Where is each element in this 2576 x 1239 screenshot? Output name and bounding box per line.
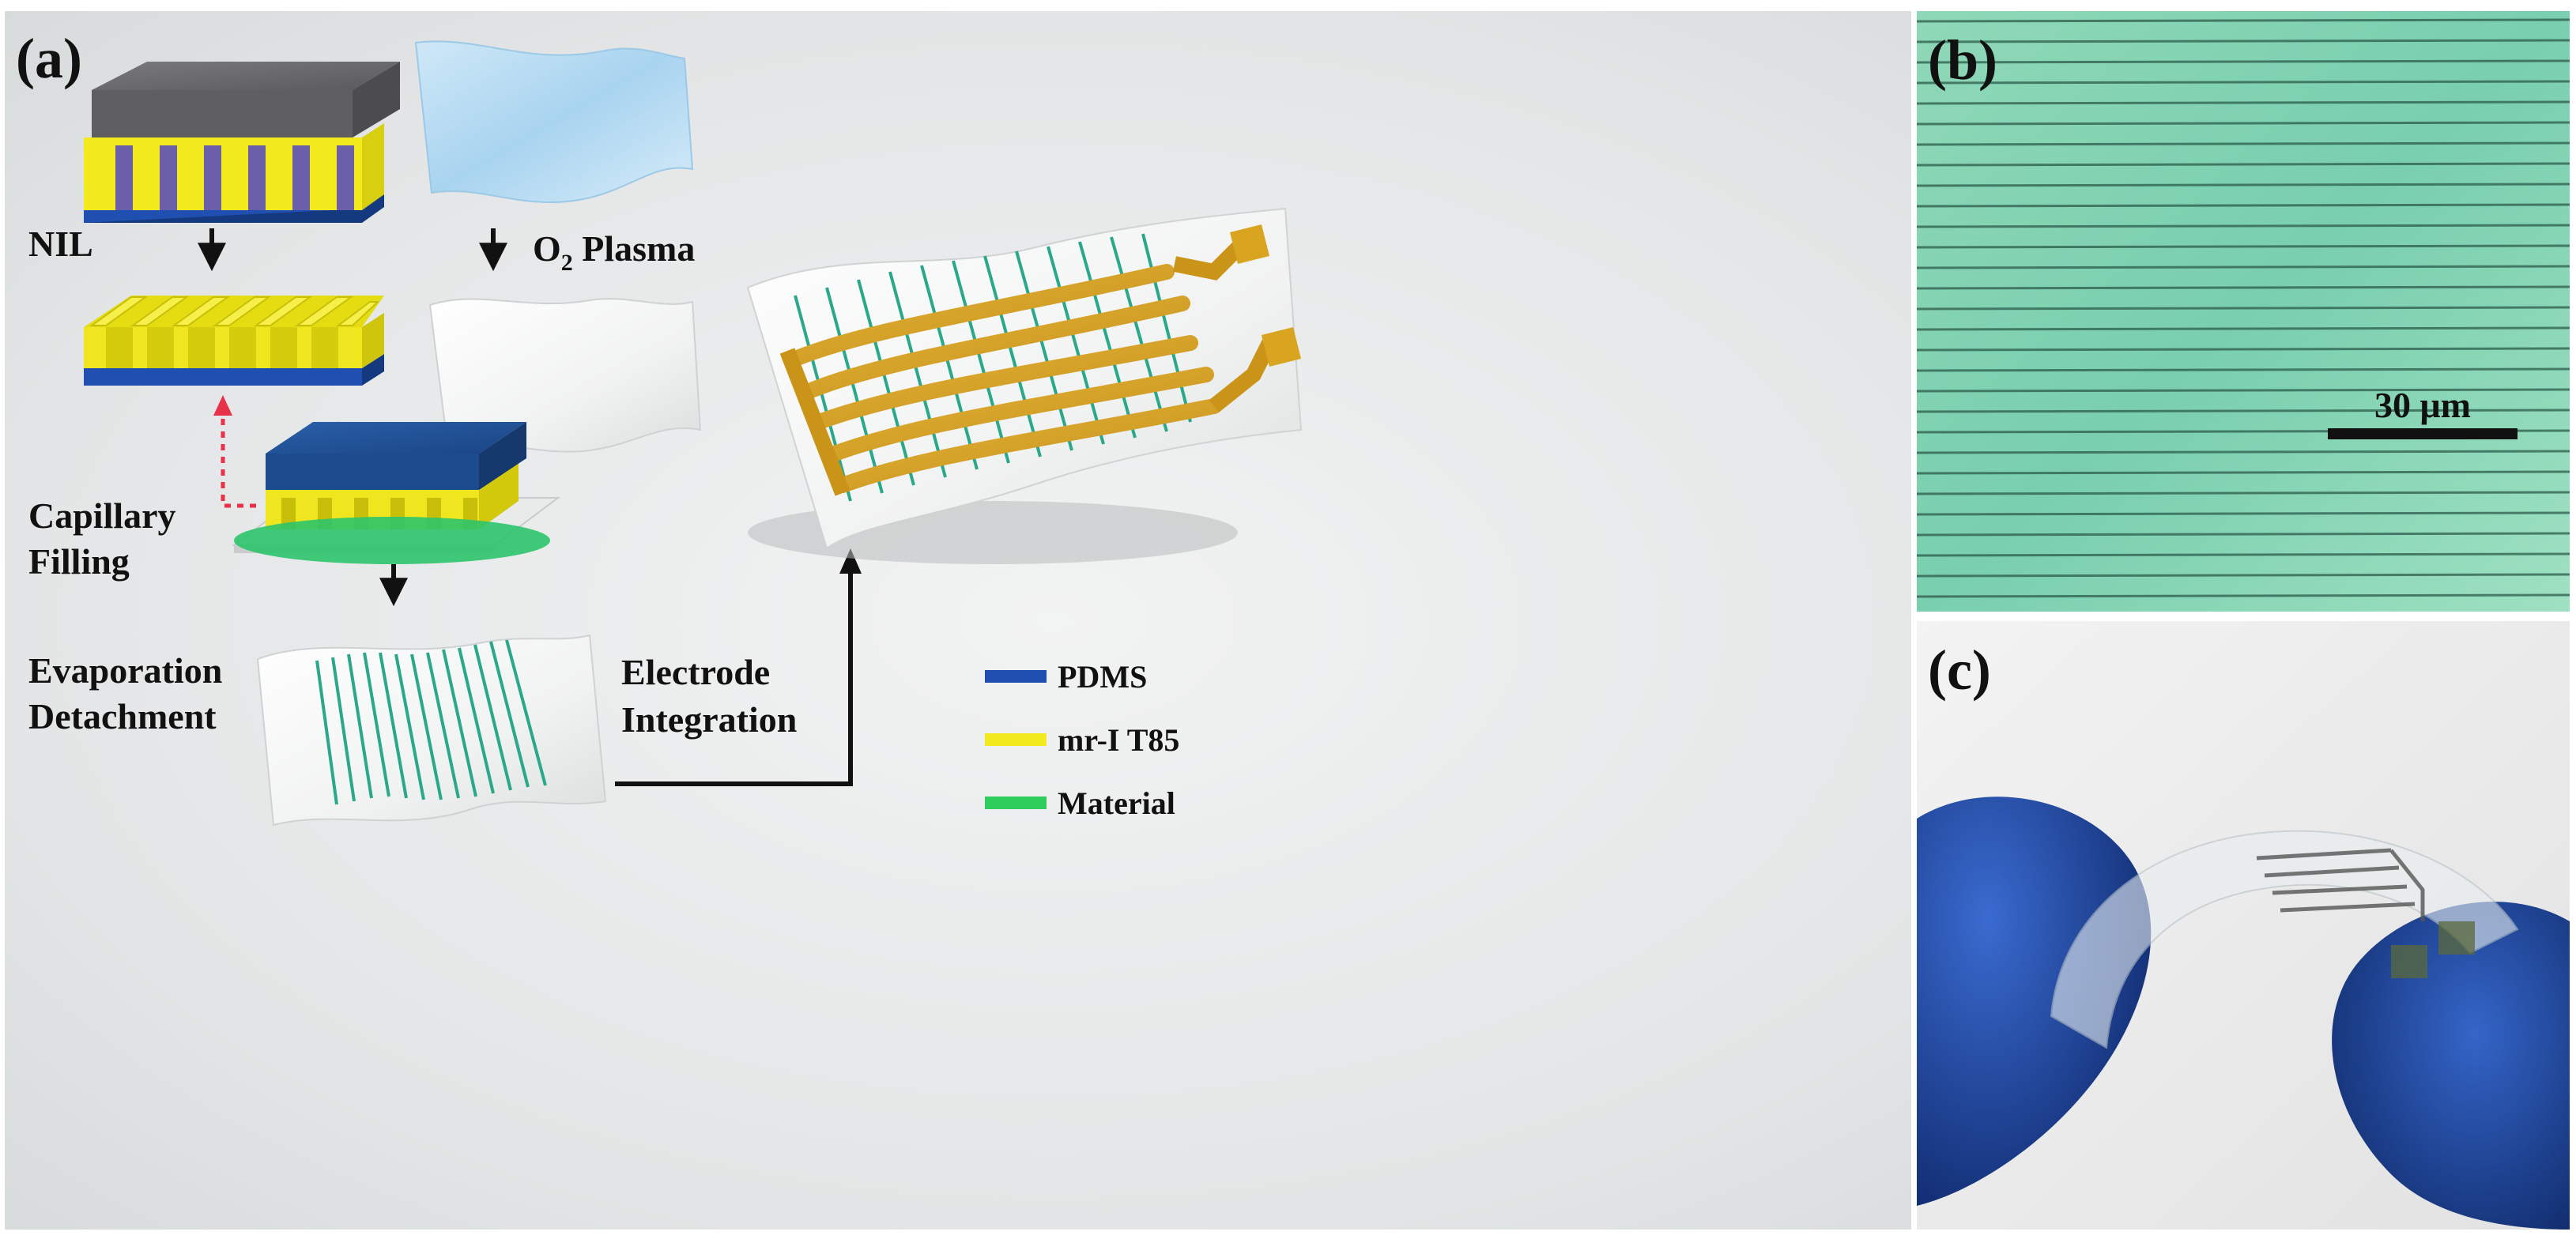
film-pad-1	[2391, 945, 2427, 978]
panel-b-svg: (b) 30 μm	[1917, 11, 2570, 612]
panel-a-fabrication-diagram: (a) NIL O2 Plasma	[5, 11, 1911, 1230]
capillary-filling-stack	[232, 422, 560, 564]
scale-bar-label: 30 μm	[2374, 385, 2471, 425]
label-evaporation-line2: Detachment	[28, 696, 217, 736]
nil-mold-stack	[84, 62, 400, 223]
grooved-resist-stack	[84, 296, 384, 386]
arrow-electrode-head	[839, 548, 862, 574]
panel-c-svg: (c)	[1917, 621, 2570, 1230]
label-o2-plasma: O2 Plasma	[533, 228, 695, 276]
label-capillary-line2: Filling	[28, 541, 130, 582]
glove-left	[1917, 796, 2152, 1206]
legend-swatch-material	[985, 796, 1047, 809]
label-electrode-line1: Electrode	[621, 652, 770, 692]
nanowire-film	[256, 634, 607, 827]
panel-b-micrograph: (b) 30 μm	[1917, 11, 2570, 612]
glove-right	[2332, 902, 2570, 1230]
reuse-arrow-head	[213, 395, 232, 416]
legend-label-material: Material	[1058, 785, 1175, 821]
label-capillary-line1: Capillary	[28, 495, 176, 536]
panel-a-svg: (a) NIL O2 Plasma	[16, 27, 1303, 827]
legend-swatch-resist	[985, 733, 1047, 746]
pdms-film-blue	[414, 40, 694, 204]
label-evaporation-line1: Evaporation	[28, 650, 222, 691]
legend: PDMS mr-I T85 Material	[985, 659, 1179, 821]
panel-c-label: (c)	[1928, 638, 1991, 702]
film-electrode-pattern	[2256, 848, 2425, 921]
film-pad-2	[2438, 921, 2475, 955]
panel-c-photo: (c)	[1917, 621, 2570, 1230]
plasma-treated-film	[428, 298, 702, 453]
label-electrode-line2: Integration	[621, 699, 797, 740]
label-nil: NIL	[28, 224, 93, 264]
panel-b-label: (b)	[1928, 28, 1997, 92]
final-electrode-device	[746, 207, 1303, 564]
legend-swatch-pdms	[985, 670, 1047, 683]
reuse-arrow-red	[221, 412, 256, 508]
arrow-electrode-integration	[615, 564, 853, 786]
legend-label-resist: mr-I T85	[1058, 722, 1179, 758]
legend-label-pdms: PDMS	[1058, 659, 1147, 695]
panel-a-label: (a)	[16, 27, 82, 90]
nanowire-lines	[1917, 11, 2570, 612]
scale-bar	[2328, 428, 2518, 439]
